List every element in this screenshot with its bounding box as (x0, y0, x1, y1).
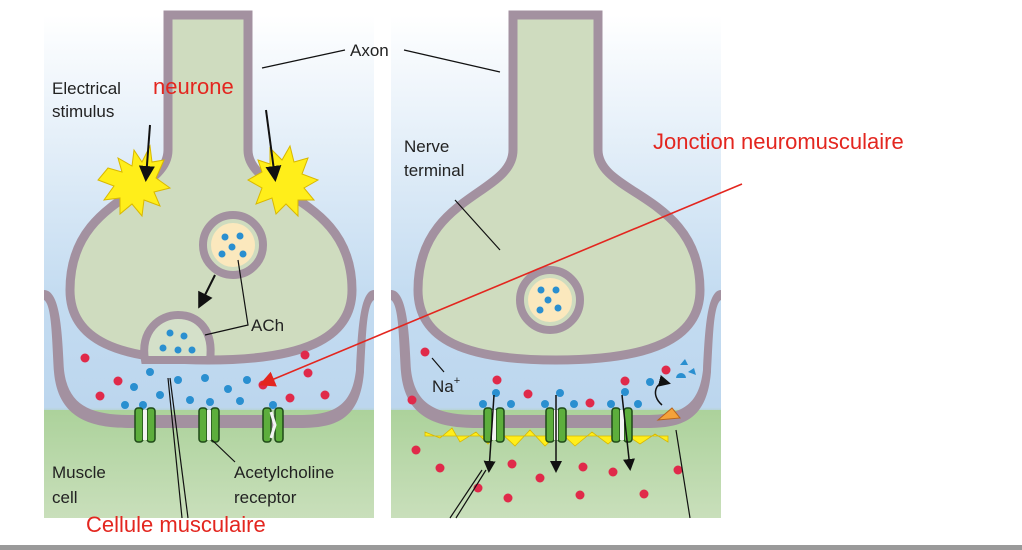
nerve-terminal-label-line1: Nerve (404, 137, 449, 156)
cellule-leader-line-1 (167, 377, 183, 519)
left-receptor-3 (262, 407, 284, 443)
sodium-influx-arrows (483, 394, 635, 473)
receptor-leader-line (211, 439, 236, 463)
ach-label: ACh (251, 316, 284, 335)
electrical-stimulus-label-line2: stimulus (52, 102, 114, 121)
axon-label: Axon (350, 41, 389, 60)
stimulus-arrow-left (138, 124, 155, 182)
na-leader (431, 357, 445, 373)
jonction-neuromusculaire-label: Jonction neuromusculaire (653, 129, 904, 154)
right-cleft-sodium (407, 347, 671, 408)
right-vesicle-ach-molecules (536, 286, 562, 314)
right-panel (391, 10, 721, 519)
right-leader-bottom-1 (449, 469, 483, 519)
ach-fragment-3 (676, 373, 686, 378)
left-panel (44, 10, 374, 519)
left-receptor-2 (198, 407, 220, 443)
right-leader-bottom-3 (675, 429, 691, 519)
cellule-musculaire-label: Cellule musculaire (86, 512, 266, 537)
ach-receptor-label-line2: receptor (234, 488, 297, 507)
right-receptor-3 (611, 407, 633, 443)
axon-leader-right (403, 49, 501, 73)
electrical-stimulus-label-line1: Electrical (52, 79, 121, 98)
nerve-terminal-leader (454, 199, 501, 251)
right-receptor-1 (483, 407, 505, 443)
right-nerve-terminal (413, 10, 705, 365)
right-cleft-ach (479, 378, 654, 408)
ach-fragment-1 (680, 359, 688, 365)
na-label: Na+ (432, 375, 460, 396)
ach-breakdown-arrow (654, 375, 671, 406)
ach-fragment-2 (688, 368, 696, 375)
left-fusing-ach-molecules (159, 329, 196, 354)
cellule-leader-line-2 (169, 377, 189, 519)
left-cleft-ach (121, 368, 277, 409)
jonction-pointer-arrow (259, 183, 743, 387)
bottom-border (0, 545, 1022, 550)
left-receptor-1 (134, 407, 156, 443)
nerve-terminal-label-line2: terminal (404, 161, 464, 180)
ach-leader-line (204, 259, 249, 336)
right-muscle-membrane (391, 290, 721, 428)
stimulus-arrow-right (265, 109, 282, 182)
axon-leader-left (261, 49, 346, 69)
na-charge: + (454, 375, 460, 387)
left-muscle-membrane (44, 290, 374, 428)
ach-receptor-label-line1: Acetylcholine (234, 463, 334, 482)
na-symbol: Na (432, 377, 454, 396)
electrical-stimulus-burst-left (97, 144, 172, 218)
acetylcholinesterase-enzyme (656, 407, 681, 421)
right-leader-bottom-2 (455, 469, 487, 519)
muscle-cell-label-line1: Muscle (52, 463, 106, 482)
vesicle-movement-arrow (198, 274, 216, 309)
left-vesicle-ach-molecules (218, 232, 247, 258)
neurone-label: neurone (153, 74, 234, 99)
muscle-cell-label-line2: cell (52, 488, 78, 507)
electrical-stimulus-burst-right (246, 144, 320, 218)
left-ach-receptors (134, 407, 284, 443)
